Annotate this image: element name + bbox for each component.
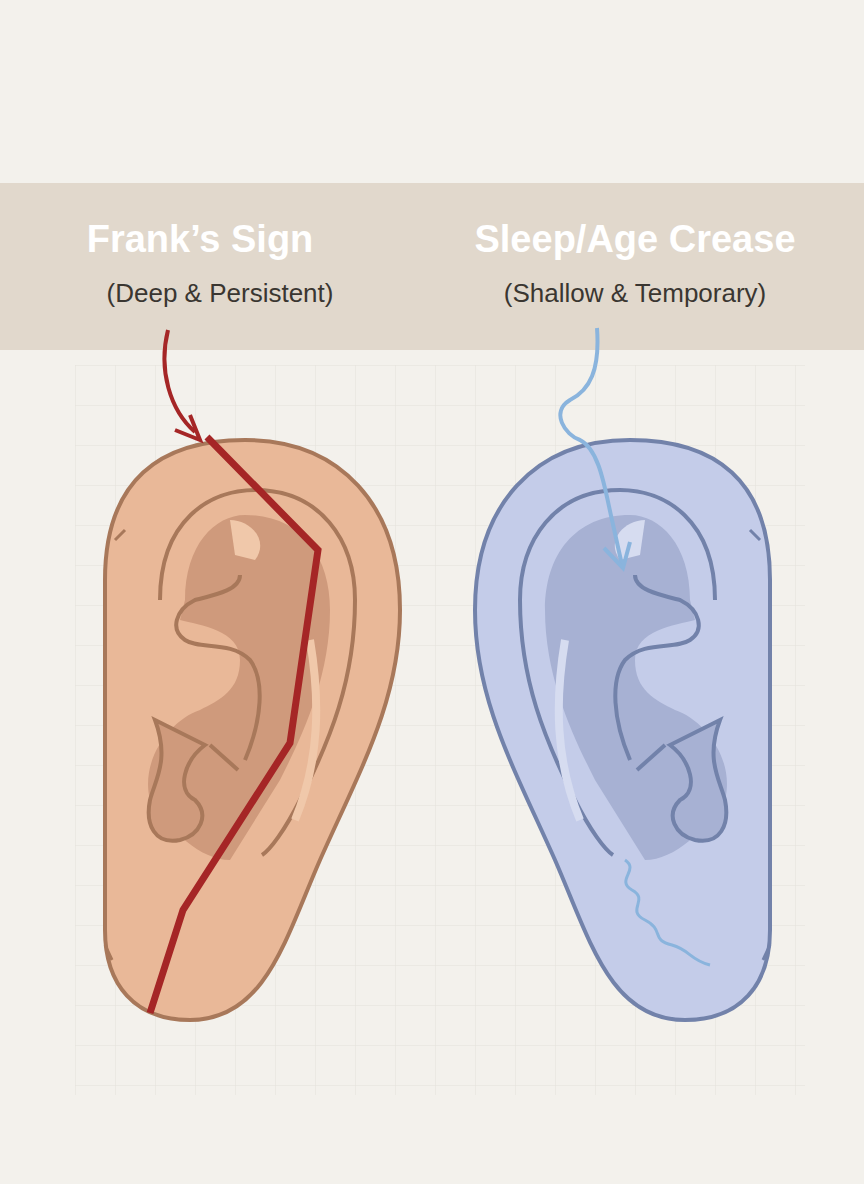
subheading: (Deep & Persistent)	[107, 278, 334, 309]
shallow-crease	[625, 860, 710, 965]
arrow-head	[604, 542, 630, 568]
heading: Sleep/Age Crease	[474, 218, 795, 261]
arrow-head	[175, 415, 200, 440]
header-band	[0, 183, 864, 350]
ear-frank	[105, 437, 400, 1020]
crease-line	[150, 437, 318, 1013]
heading: Frank’s Sign	[87, 218, 314, 261]
header-band: Frank’s Sign (Deep & Persistent) Sleep/Age…	[0, 183, 864, 350]
pointer-arrow	[560, 328, 622, 565]
grid	[75, 365, 805, 1095]
subheading: (Shallow & Temporary)	[504, 278, 767, 309]
ear-sleep	[475, 440, 770, 1020]
